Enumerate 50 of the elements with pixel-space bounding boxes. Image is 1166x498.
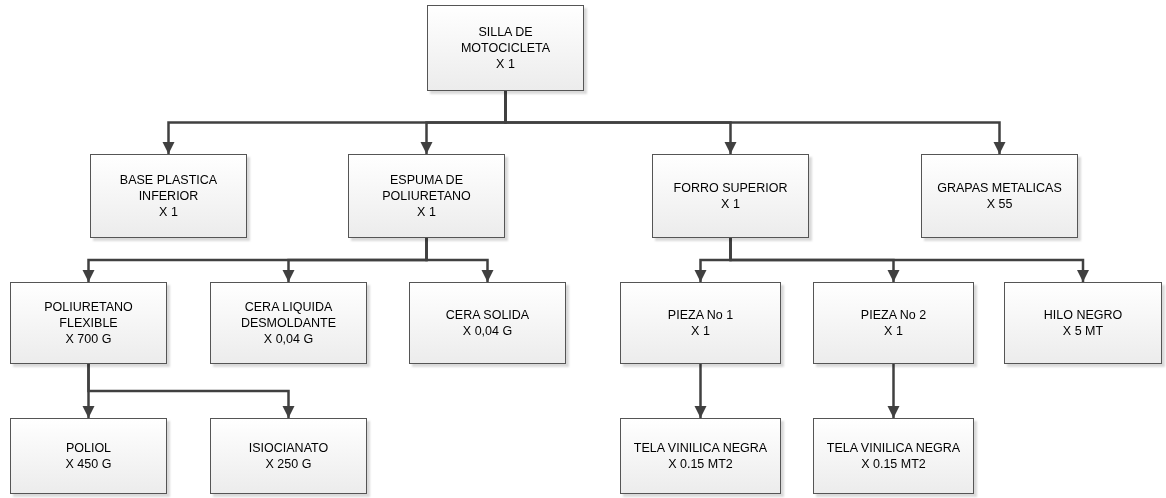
component-box bbox=[813, 282, 974, 364]
component-box bbox=[620, 282, 781, 364]
component-box bbox=[90, 154, 247, 238]
connector-arrow bbox=[87, 364, 295, 418]
component-name: CERA SOLIDA bbox=[445, 307, 530, 323]
quantity-label: X 5 MT bbox=[1062, 323, 1104, 339]
quantity-label: X 55 bbox=[986, 196, 1013, 212]
component-name: PIEZA No 1 bbox=[667, 307, 734, 323]
quantity-label: X 700 G bbox=[65, 331, 112, 347]
quantity-label: X 450 G bbox=[65, 456, 112, 472]
quantity-label: X 1 bbox=[417, 204, 436, 220]
component-box bbox=[813, 418, 974, 494]
connector-arrow bbox=[887, 364, 900, 418]
component-box bbox=[921, 154, 1078, 238]
component-name: TELA VINILICA NEGRA bbox=[633, 440, 768, 456]
connector-arrow bbox=[694, 364, 707, 418]
component-name: HILO NEGRO bbox=[1043, 307, 1123, 323]
quantity-label: X 250 G bbox=[265, 456, 312, 472]
component-name: FORRO SUPERIOR bbox=[673, 180, 788, 196]
quantity-label: X 1 bbox=[496, 56, 515, 72]
connector-arrow bbox=[729, 238, 1090, 282]
component-name: CERA LIQUIDA DESMOLDANTE bbox=[239, 299, 338, 331]
component-box bbox=[620, 418, 781, 494]
quantity-label: X 0,04 G bbox=[462, 323, 513, 339]
component-box bbox=[1004, 282, 1162, 364]
quantity-label: X 1 bbox=[159, 204, 178, 220]
quantity-label: X 1 bbox=[691, 323, 710, 339]
quantity-label: X 1 bbox=[884, 323, 903, 339]
component-box bbox=[427, 5, 584, 91]
component-box bbox=[210, 418, 367, 494]
component-box bbox=[10, 418, 167, 494]
component-name: SILLA DE MOTOCICLETA bbox=[459, 24, 552, 56]
component-name: ESPUMA DE POLIURETANO bbox=[381, 172, 472, 204]
component-box bbox=[409, 282, 566, 364]
quantity-label: X 0.15 MT2 bbox=[668, 456, 733, 472]
quantity-label: X 0,04 G bbox=[263, 331, 314, 347]
component-name: GRAPAS METALICAS bbox=[937, 180, 1062, 196]
component-name: POLIOL bbox=[65, 440, 112, 456]
component-name: BASE PLASTICA INFERIOR bbox=[118, 172, 219, 204]
component-box bbox=[348, 154, 505, 238]
connector-arrow bbox=[425, 238, 494, 282]
component-name: PIEZA No 2 bbox=[860, 307, 927, 323]
component-box bbox=[652, 154, 809, 238]
component-name: ISIOCIANATO bbox=[248, 440, 329, 456]
quantity-label: X 0.15 MT2 bbox=[861, 456, 926, 472]
component-name: POLIURETANO FLEXIBLE bbox=[43, 299, 134, 331]
component-box bbox=[210, 282, 367, 364]
quantity-label: X 1 bbox=[721, 196, 740, 212]
component-name: TELA VINILICA NEGRA bbox=[826, 440, 961, 456]
component-box bbox=[10, 282, 167, 364]
